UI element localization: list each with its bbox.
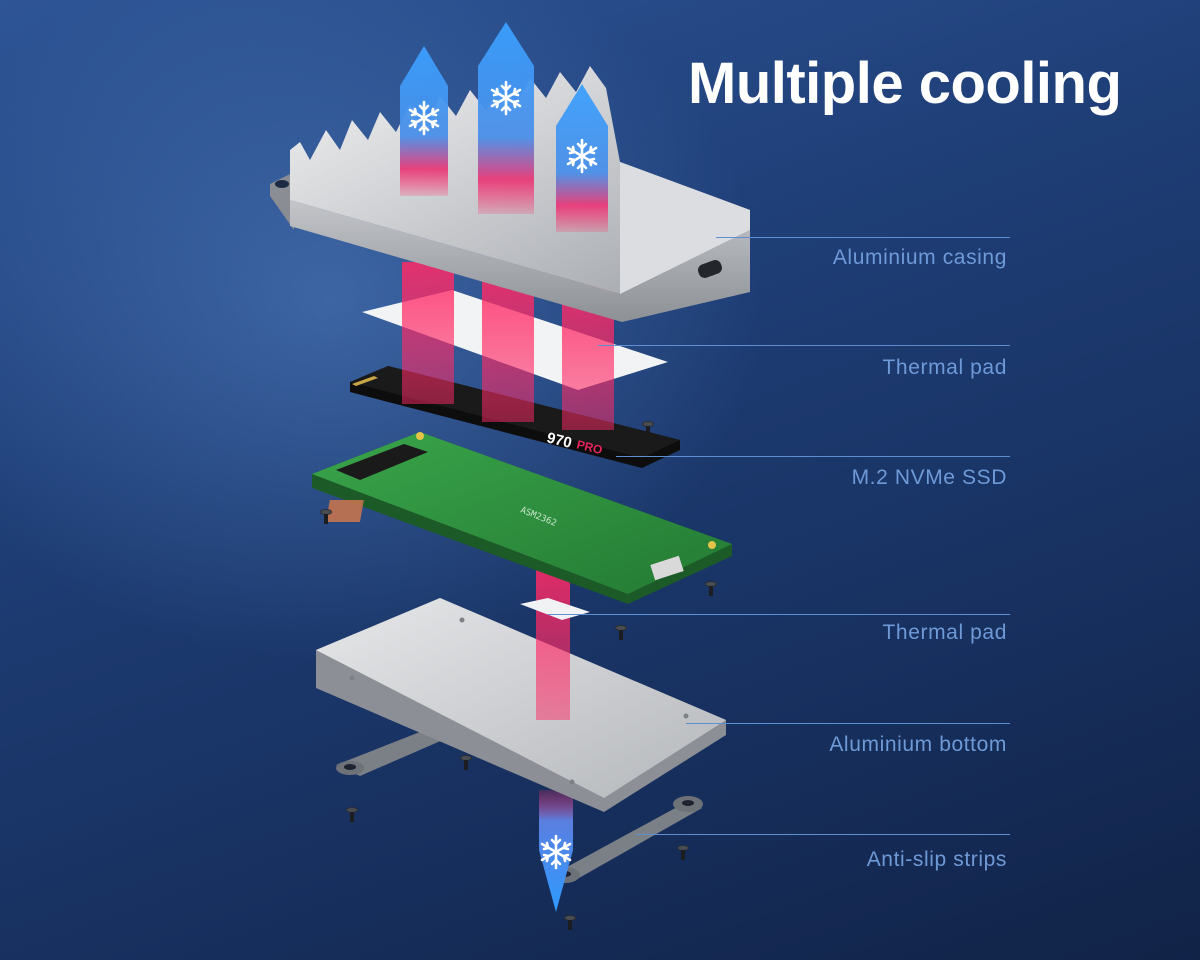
heat-beam	[536, 570, 570, 720]
leader-line	[716, 237, 1010, 238]
leader-line	[598, 345, 1010, 346]
leader-line	[548, 614, 1010, 615]
leader-line	[616, 456, 1010, 457]
leader-line	[636, 834, 1010, 835]
leader-line	[686, 723, 1010, 724]
label-thermal-pad-lower: Thermal pad	[882, 621, 1007, 644]
page-title: Multiple cooling	[688, 51, 1122, 116]
svg-text:970: 970	[545, 429, 573, 452]
label-anti-slip-strips: Anti-slip strips	[866, 848, 1007, 871]
controller-pcb: ASM2362	[312, 432, 732, 604]
svg-text:PRO: PRO	[575, 437, 604, 457]
label-aluminium-casing: Aluminium casing	[832, 246, 1007, 269]
cooling-arrow-down	[539, 790, 573, 912]
aluminium-bottom-plate	[316, 598, 726, 812]
cooling-arrows-up	[400, 22, 608, 232]
label-aluminium-bottom: Aluminium bottom	[829, 733, 1007, 756]
label-thermal-pad-upper: Thermal pad	[882, 356, 1007, 379]
thermal-pad-lower	[520, 598, 590, 620]
heat-beams	[402, 262, 614, 430]
label-m2-nvme-ssd: M.2 NVMe SSD	[851, 466, 1007, 489]
